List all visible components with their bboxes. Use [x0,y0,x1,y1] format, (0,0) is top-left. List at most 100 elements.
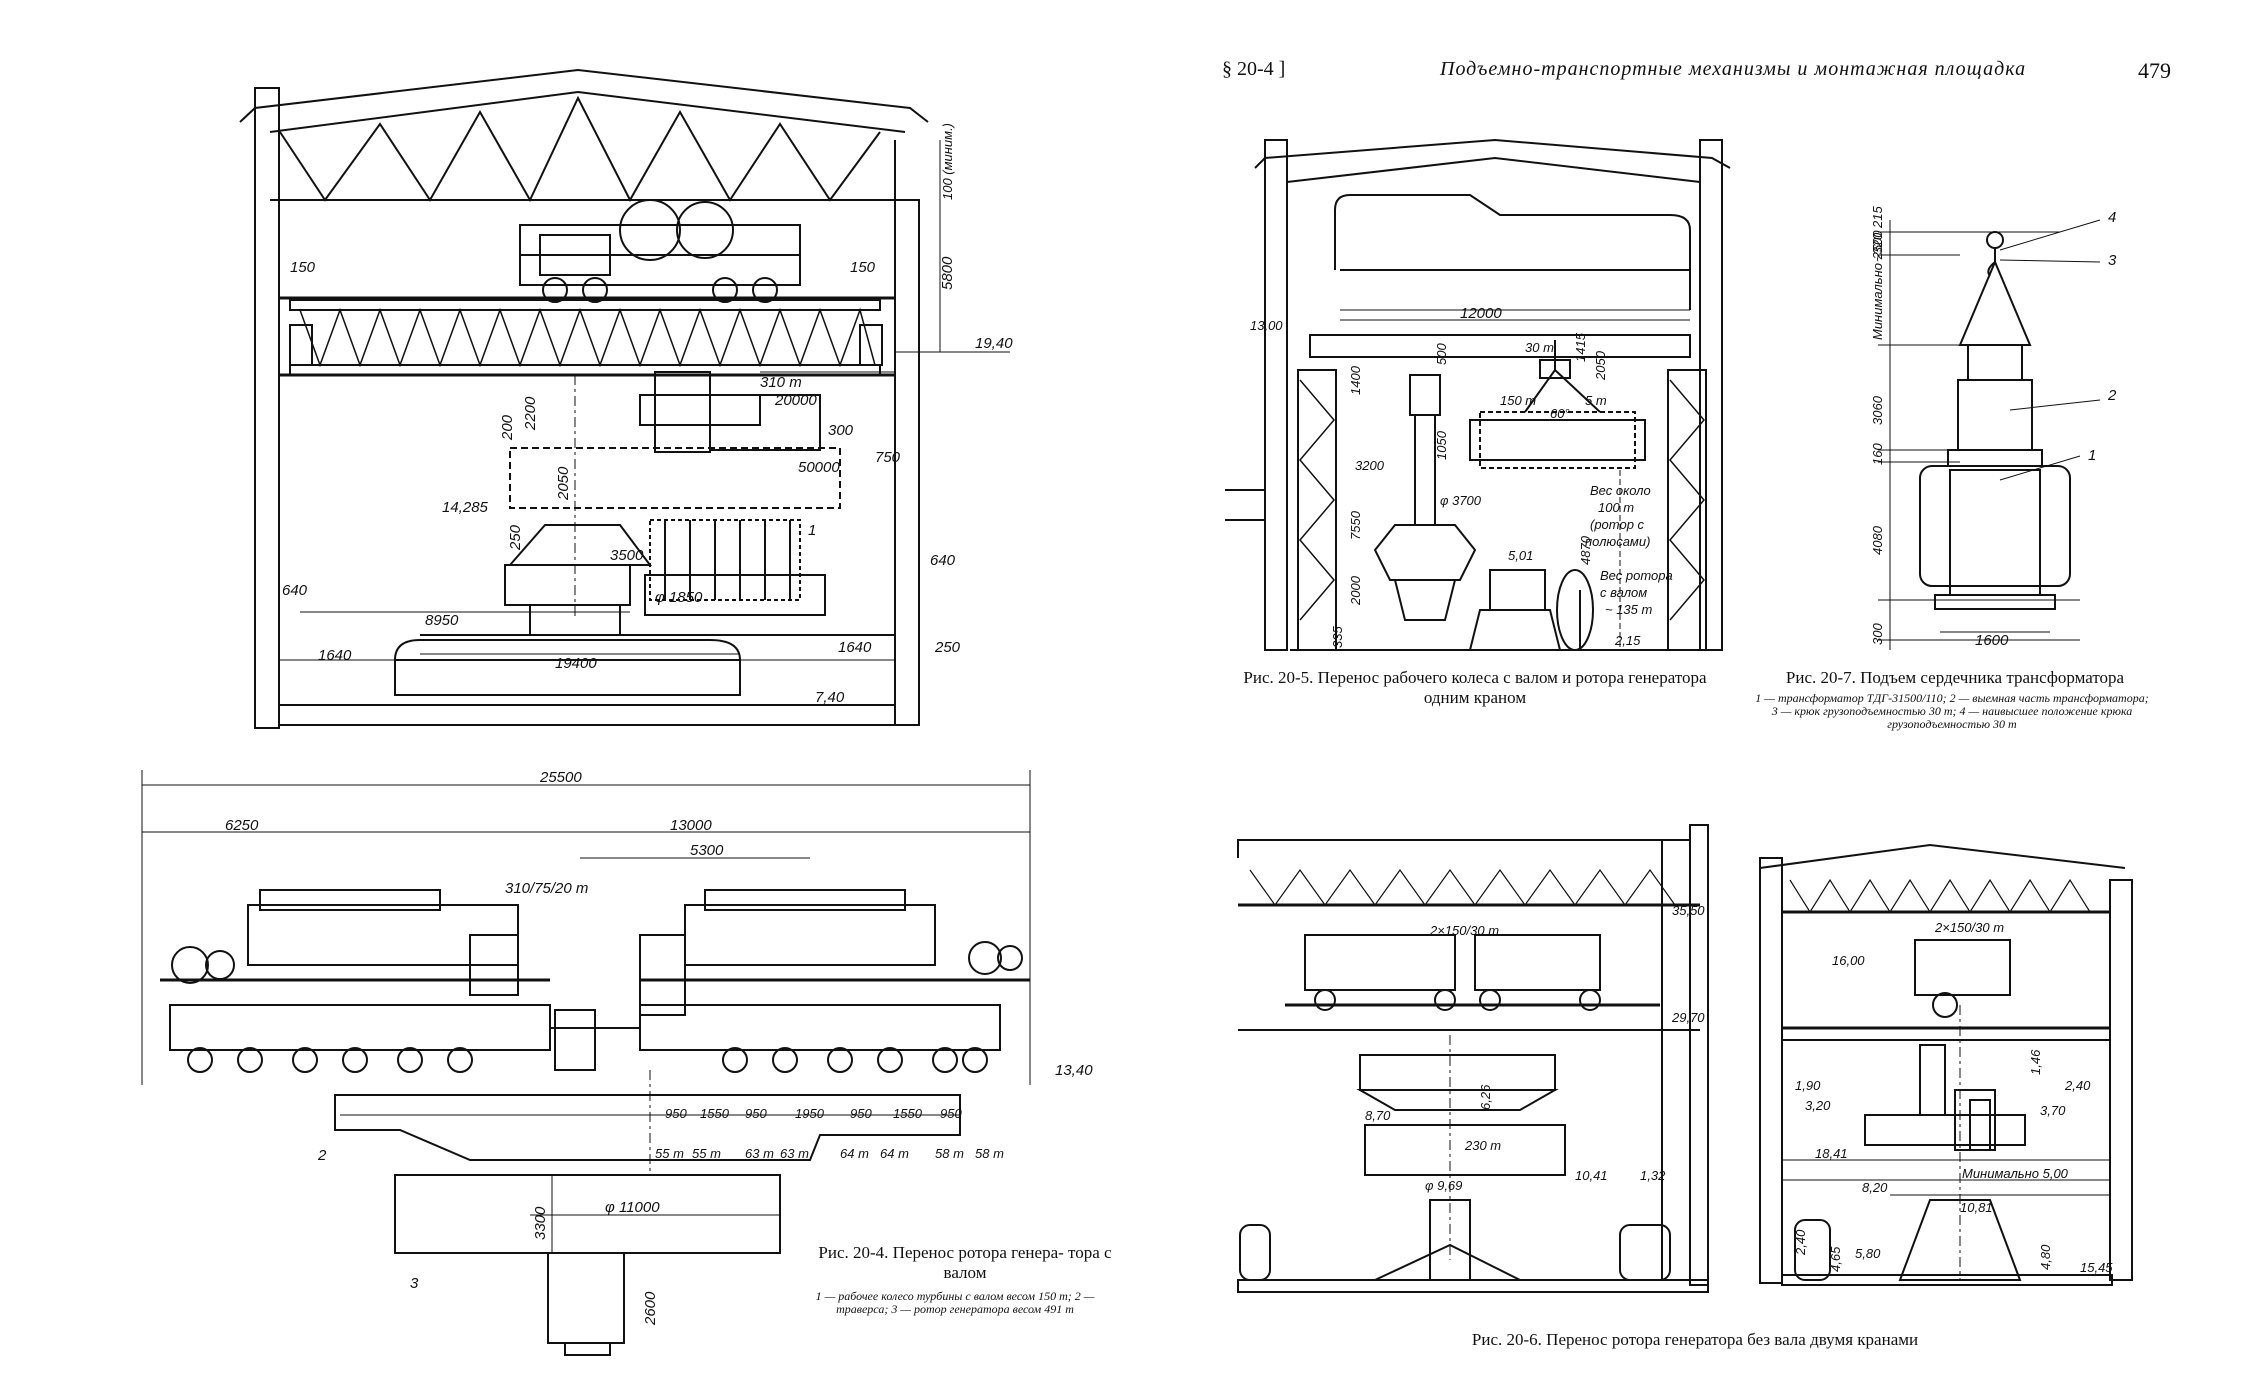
svg-text:63 т: 63 т [745,1146,774,1161]
fig-20-6-caption: Рис. 20-6. Перенос ротора генератора без… [1471,1330,1919,1349]
svg-text:5300: 5300 [690,842,724,859]
svg-text:5 т: 5 т [1585,393,1607,408]
svg-text:19400: 19400 [555,655,597,672]
svg-text:100 (миним.): 100 (миним.) [940,123,955,200]
svg-text:25500: 25500 [539,769,582,786]
svg-text:750: 750 [875,449,901,466]
fig-20-4-legend: 1 — рабочее колесо турбины с валом весом… [815,1289,1095,1316]
svg-text:3: 3 [410,1275,419,1292]
svg-text:310/75/20 т: 310/75/20 т [505,880,588,897]
section-ref: § 20-4 ] [1222,58,1286,80]
svg-text:300: 300 [1870,623,1885,645]
svg-text:φ 11000: φ 11000 [605,1199,660,1216]
svg-text:35,50: 35,50 [1672,903,1705,918]
svg-text:200: 200 [499,414,516,441]
svg-text:8,20: 8,20 [1862,1180,1888,1195]
svg-text:6,26: 6,26 [1478,1084,1493,1110]
running-title: Подъемно-транспортные механизмы и монтаж… [1440,58,2027,80]
svg-text:250: 250 [507,524,524,551]
svg-text:1,32: 1,32 [1640,1168,1666,1183]
svg-text:58 т: 58 т [935,1146,964,1161]
svg-text:4870: 4870 [1578,535,1593,565]
svg-text:1,90: 1,90 [1795,1078,1821,1093]
svg-text:58 т: 58 т [975,1146,1004,1161]
svg-text:150: 150 [290,259,316,276]
svg-text:3,20: 3,20 [1805,1098,1831,1113]
svg-text:5,80: 5,80 [1855,1246,1881,1261]
svg-text:Минимально 2500: Минимально 2500 [1870,230,1885,340]
svg-text:10,81: 10,81 [1960,1200,1993,1215]
svg-text:29,70: 29,70 [1671,1010,1705,1025]
svg-text:с валом: с валом [1600,585,1647,600]
svg-text:1950: 1950 [795,1106,825,1121]
svg-text:64 т: 64 т [840,1146,869,1161]
svg-text:2200: 2200 [522,396,539,431]
svg-text:~320: ~320 [1870,232,1885,262]
svg-text:2: 2 [317,1147,327,1164]
svg-text:150 т: 150 т [1500,393,1536,408]
fig-20-6-dims: 35,50 2×150/30 т 29,70 2×150/30 т 16,00 … [1365,903,2113,1275]
svg-text:640: 640 [930,552,956,569]
svg-text:3060: 3060 [1870,395,1885,425]
svg-text:150: 150 [850,259,876,276]
svg-text:1550: 1550 [893,1106,923,1121]
svg-text:Вес ротора: Вес ротора [1600,568,1673,583]
fig-20-4-caption: Рис. 20-4. Перенос ротора генера- тора с… [818,1243,1112,1282]
svg-text:15,45: 15,45 [2080,1260,2113,1275]
fig-20-7-dims: 215 ~320 Минимально 2500 3060 160 4080 3… [1870,206,2117,649]
svg-text:19,40: 19,40 [975,335,1013,352]
svg-text:1640: 1640 [318,647,352,664]
svg-text:φ 9,69: φ 9,69 [1425,1178,1462,1193]
svg-text:500: 500 [1434,343,1449,365]
svg-text:6250: 6250 [225,817,259,834]
svg-text:~ 135 т: ~ 135 т [1605,602,1653,617]
svg-text:Минимально 5,00: Минимально 5,00 [1962,1166,2069,1181]
fig-20-7-transformer [1878,219,2101,650]
svg-text:250: 250 [934,639,961,656]
svg-text:14,285: 14,285 [442,499,489,516]
fig-20-4-crane-plan [141,770,1031,1356]
svg-text:5,01: 5,01 [1508,548,1533,563]
svg-text:950: 950 [940,1106,962,1121]
svg-text:18,41: 18,41 [1815,1146,1848,1161]
fig-20-4-bottom-dims: 25500 6250 13000 5300 310/75/20 т 13,40 … [225,769,1093,1326]
svg-text:4: 4 [2108,209,2116,226]
svg-text:60°: 60° [1550,406,1570,421]
fig-20-5-weight-notes: Вес около 100 т (ротор с полюсами) Вес р… [1585,483,1673,617]
svg-text:64 т: 64 т [880,1146,909,1161]
svg-text:20000: 20000 [774,392,817,409]
svg-text:2050: 2050 [555,466,572,501]
svg-text:1: 1 [808,522,816,539]
svg-text:Вес около: Вес около [1590,483,1651,498]
svg-text:63 т: 63 т [780,1146,809,1161]
svg-text:10,41: 10,41 [1575,1168,1608,1183]
svg-text:1550: 1550 [700,1106,730,1121]
svg-text:950: 950 [745,1106,767,1121]
fig-20-6-section [1237,824,2133,1293]
svg-text:7,40: 7,40 [815,689,845,706]
fig-20-4-section [239,68,1010,729]
fig-20-5-section [1225,138,1731,651]
svg-text:1640: 1640 [838,639,872,656]
svg-text:3300: 3300 [532,1206,549,1240]
svg-text:55 т: 55 т [692,1146,721,1161]
svg-text:16,00: 16,00 [1832,953,1865,968]
svg-text:φ 1850: φ 1850 [655,589,703,606]
svg-text:13,40: 13,40 [1055,1062,1093,1079]
svg-text:3500: 3500 [610,547,644,564]
svg-text:300: 300 [828,422,854,439]
fig-20-5-caption: Рис. 20-5. Перенос рабочего колеса с вал… [1243,668,1707,707]
svg-text:2000: 2000 [1348,575,1363,606]
svg-text:1415: 1415 [1573,332,1588,362]
svg-text:55 т: 55 т [655,1146,684,1161]
svg-text:4,80: 4,80 [2038,1244,2053,1270]
fig-20-7-legend: 1 — трансформатор ТДГ-31500/110; 2 — вые… [1755,691,2149,731]
svg-text:2600: 2600 [642,1291,659,1326]
svg-text:1: 1 [2088,447,2096,464]
page-number: 479 [2138,58,2171,83]
svg-text:1600: 1600 [1975,632,2009,649]
svg-text:5800: 5800 [939,256,956,290]
fig-20-7-caption: Рис. 20-7. Подъем сердечника трансформат… [1785,668,2125,687]
svg-text:2,40: 2,40 [1793,1229,1808,1256]
